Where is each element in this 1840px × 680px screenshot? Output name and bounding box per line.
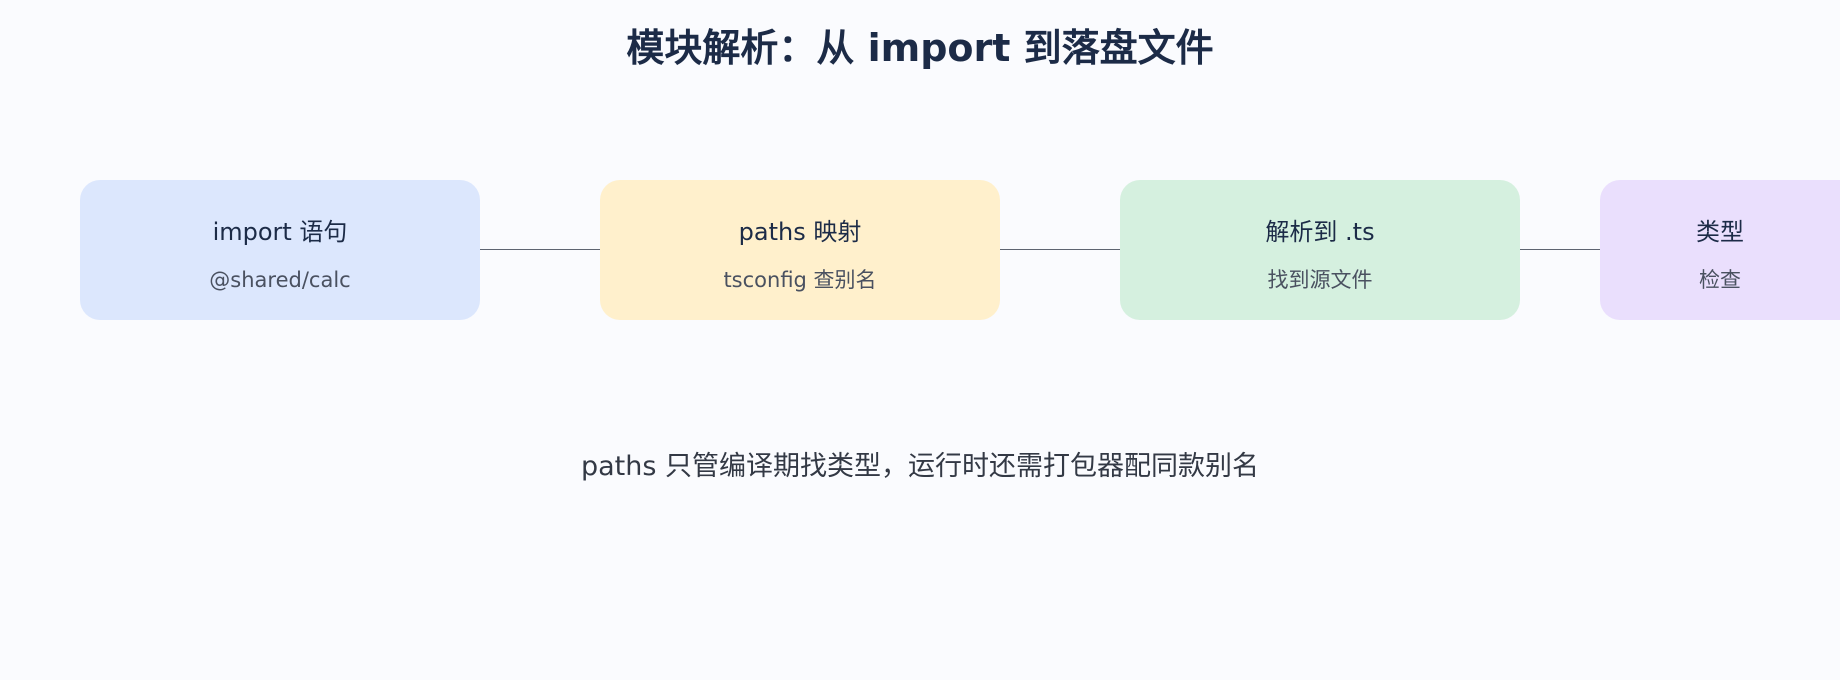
node-subtitle: @shared/calc: [209, 268, 351, 292]
flow-node-import: import 语句 @shared/calc: [80, 180, 480, 320]
node-title: 解析到 .ts: [1265, 218, 1375, 246]
diagram-title: 模块解析：从 import 到落盘文件: [626, 26, 1214, 70]
node-title: paths 映射: [738, 218, 862, 246]
footnote: paths 只管编译期找类型，运行时还需打包器配同款别名: [580, 451, 1260, 482]
node-subtitle: 检查: [1699, 268, 1741, 292]
node-subtitle: tsconfig 查别名: [723, 268, 877, 292]
connector-3-4: [1520, 249, 1600, 250]
connector-1-2: [480, 249, 600, 250]
flow-node-paths: paths 映射 tsconfig 查别名: [600, 180, 1000, 320]
connector-2-3: [1000, 249, 1120, 250]
flow-node-resolve: 解析到 .ts 找到源文件: [1120, 180, 1520, 320]
node-subtitle: 找到源文件: [1267, 268, 1373, 292]
node-title: 类型: [1696, 218, 1744, 246]
node-title: import 语句: [212, 218, 348, 246]
module-resolution-flow: import 语句 @shared/calc paths 映射 tsconfig…: [0, 180, 1840, 320]
flow-node-typecheck: 类型 检查: [1600, 180, 1840, 320]
